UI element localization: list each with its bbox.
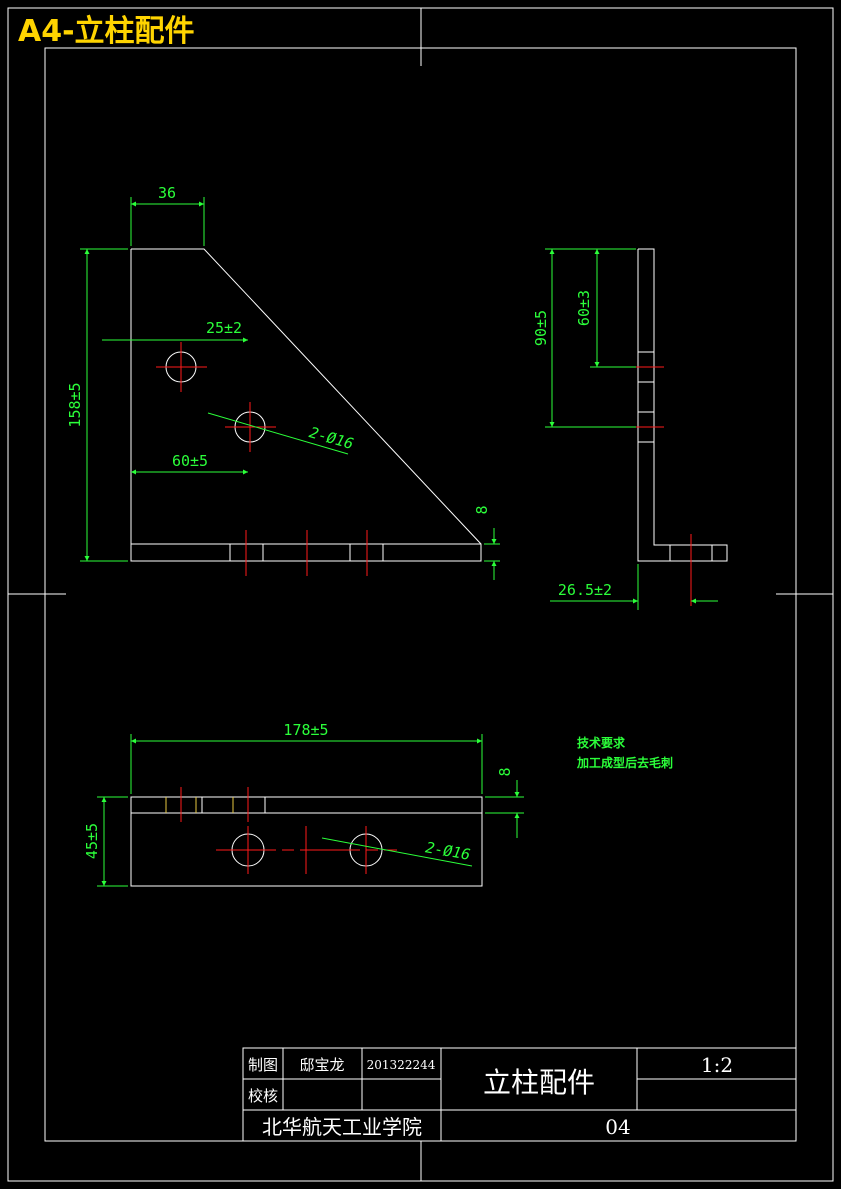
dim-top-width: 45±5 <box>83 823 101 859</box>
side-view: 90±5 60±3 26.5±2 <box>532 248 728 610</box>
technical-notes: 技术要求 加工成型后去毛刺 <box>576 735 673 770</box>
tb-student-id: 201322244 <box>367 1058 436 1072</box>
title-block: 制图 邸宝龙 201322244 校核 立柱配件 1:2 北华航天工业学院 04 <box>242 1047 797 1142</box>
tb-drawn-name: 邸宝龙 <box>299 1056 344 1074</box>
tb-check-label: 校核 <box>248 1087 278 1105</box>
dim-side-base-offset: 26.5±2 <box>558 581 612 599</box>
tb-scale: 1:2 <box>701 1053 733 1077</box>
dim-side-total-height: 90±5 <box>532 310 550 346</box>
dim-side-hole-height: 60±3 <box>575 290 593 326</box>
leader-line <box>321 837 473 867</box>
inner-border <box>44 47 797 1142</box>
notes-heading: 技术要求 <box>577 735 626 750</box>
dim-top-thickness: 8 <box>496 767 514 776</box>
callout-top-holes: 2-Ø16 <box>424 838 472 864</box>
front-view: 36 158±5 25±2 60±5 2-Ø16 8 <box>66 184 500 580</box>
tb-school: 北华航天工业学院 <box>262 1115 422 1139</box>
outer-border <box>7 7 834 1182</box>
tb-drawing-no: 04 <box>605 1115 630 1139</box>
dim-front-top-width: 36 <box>158 184 176 202</box>
dim-front-height: 158±5 <box>66 382 84 427</box>
dim-front-hole2-offset: 60±5 <box>172 452 208 470</box>
front-view-outline <box>130 248 482 562</box>
dim-front-hole1-offset: 25±2 <box>206 319 242 337</box>
sheet-frame <box>7 7 834 1182</box>
side-view-outline <box>637 248 728 562</box>
top-view-outline <box>130 796 483 887</box>
dim-front-thickness: 8 <box>473 505 491 514</box>
tb-drawn-label: 制图 <box>248 1056 278 1074</box>
callout-front-holes: 2-Ø16 <box>307 423 355 453</box>
notes-line: 加工成型后去毛刺 <box>576 755 673 770</box>
top-view: 178±5 45±5 8 2-Ø16 <box>83 721 524 887</box>
tb-part-name: 立柱配件 <box>483 1066 595 1099</box>
leader-line <box>207 412 349 455</box>
sheet-title: A4-立柱配件 <box>18 14 195 49</box>
dim-top-length: 178±5 <box>283 721 328 739</box>
